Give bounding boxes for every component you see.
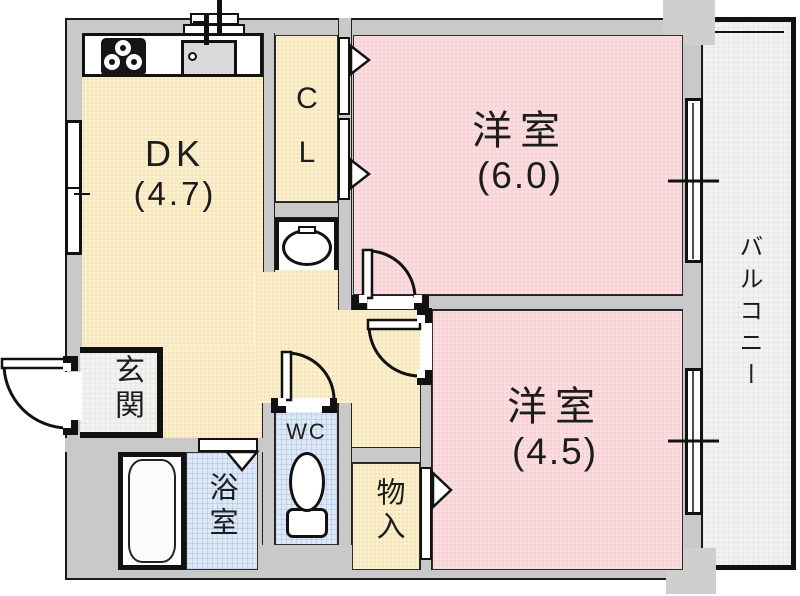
bath-folding-door-icon [224,450,260,472]
door-jamb [63,356,78,371]
door-jamb [63,420,78,435]
west45-door-opening [420,323,432,372]
balcony-inner-rail-line [703,31,784,33]
entrance-door-swing-icon [0,357,70,430]
dk-name: DK [144,133,205,174]
room-dk-lower [163,347,263,438]
door-jamb [414,295,429,310]
west45-door-swing-icon [366,318,422,378]
bath-label: 浴室 [205,472,237,542]
west45-name: 洋室 [507,385,603,429]
entrance-label: 玄関 [110,354,143,424]
closet-label-l: L [298,136,316,169]
wall-west6-south [352,295,683,310]
west6-name: 洋室 [472,109,568,153]
washbasin-icon [282,229,332,266]
wall-above-storage [352,447,420,463]
storage-folding-door-icon [431,470,453,510]
west6-door-opening [368,296,415,309]
door-jamb [417,308,432,323]
stove-burner-dot [131,59,137,65]
west45-label: 洋室 (4.5) [445,384,665,474]
sink-drain [188,52,197,61]
storage-door-panel [420,467,432,560]
room-bath [186,452,258,570]
wc-door-opening [283,398,333,412]
dk-size: (4.7) [133,175,217,212]
window-tick-marks [66,103,719,512]
closet-door-panel-2 [338,118,350,200]
closet-label-c: C [296,82,318,115]
kitchen-window-post [217,0,222,38]
door-jamb [271,398,286,413]
washbasin-tap [298,226,316,234]
door-jamb [322,398,337,413]
closet-door-panel-1 [338,37,350,115]
west45-size: (4.5) [511,431,599,472]
entrance-opening [65,372,82,420]
room-west6 [353,35,683,295]
balcony-label: バルコニー [735,234,762,394]
room-storage [352,463,420,570]
door-jamb [417,370,432,385]
faucet-arm [193,21,205,25]
bathtub-icon [128,459,176,563]
faucet-icon [204,13,209,45]
wall-wc-right [338,403,352,570]
dk-label: DK (4.7) [90,133,260,213]
stove-burner-dot [109,59,115,65]
closet-folding-door-icon [349,43,372,191]
hallway-right [340,310,420,463]
room-entrance [80,347,163,438]
balcony-area [703,17,796,570]
door-jamb [352,295,367,310]
wall-below-wc [262,545,352,570]
wc-door-swing-icon [280,350,336,402]
closet-label: C L [276,72,338,180]
west6-label: 洋室 (6.0) [410,108,630,198]
west6-size: (6.0) [476,155,564,196]
hallway-mid [255,270,352,403]
room-west45 [432,310,683,570]
west6-door-swing-icon [361,248,417,300]
room-dk [82,77,263,347]
wall-wc-left [262,403,275,570]
wall-dk-closet [263,33,275,272]
storage-label: 物入 [372,477,404,545]
wc-label: WC [286,419,327,444]
wall-above-washbasin [275,202,338,218]
stove-burner-dot [120,45,126,51]
room-closet [275,35,338,202]
toilet-icon [289,452,325,512]
